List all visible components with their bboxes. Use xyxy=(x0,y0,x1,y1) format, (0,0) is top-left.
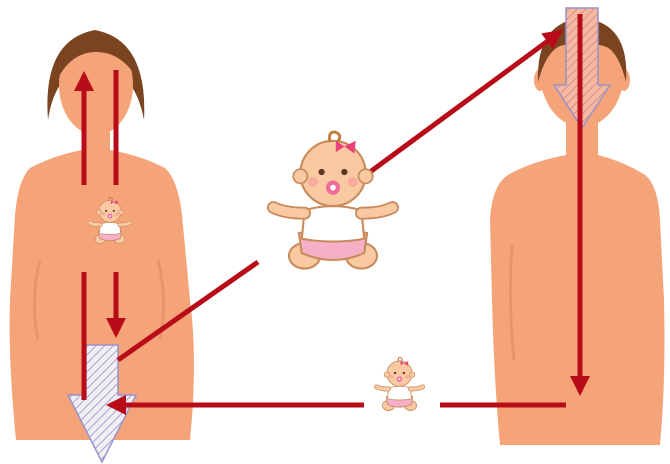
baby-small-bottom xyxy=(376,358,422,411)
male-body xyxy=(490,155,665,445)
baby-large-center xyxy=(273,132,392,268)
arrow-womb-to-male-upper xyxy=(370,32,560,172)
